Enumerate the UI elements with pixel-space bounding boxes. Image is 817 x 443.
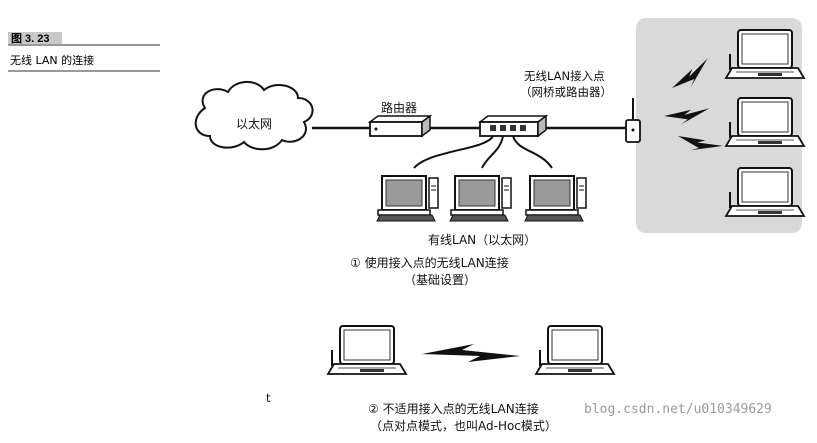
access-point-label-line1: 无线LAN接入点	[524, 69, 605, 83]
figure-number-bg	[8, 32, 62, 44]
ethernet-cloud-label: 以太网	[236, 116, 272, 131]
adhoc-mode-title: ② 不适用接入点的无线LAN连接	[368, 401, 539, 416]
network-hub	[477, 114, 549, 138]
infrastructure-mode-subtitle: （基础设置）	[404, 273, 476, 287]
watermark: blog.csdn.net/u010349629	[584, 402, 772, 417]
access-point	[625, 98, 641, 143]
cable-hub-desktop-2	[481, 135, 504, 169]
laptop-wireless-1	[725, 29, 805, 79]
figure-number: 图 3. 23	[11, 32, 50, 45]
laptop-adhoc-left	[327, 325, 407, 375]
desktop-computer-1	[376, 175, 439, 222]
access-point-label-line2: （网桥或路由器）	[520, 85, 612, 99]
laptop-wireless-3	[725, 167, 805, 217]
adhoc-wireless-signal	[422, 344, 520, 362]
router-label: 路由器	[381, 100, 417, 115]
stray-mark: t	[266, 391, 271, 405]
router	[367, 114, 433, 138]
figure-caption: 无线 LAN 的连接	[10, 53, 94, 67]
desktop-computer-3	[524, 175, 587, 222]
cable-hub-desktop-1	[413, 135, 494, 169]
wired-lan-label: 有线LAN（以太网）	[428, 232, 536, 247]
infrastructure-mode-title: ① 使用接入点的无线LAN连接	[350, 255, 509, 270]
laptop-wireless-2	[725, 97, 805, 147]
cable-hub-desktop-3	[512, 135, 553, 169]
ethernet-cloud	[194, 81, 314, 151]
desktop-computer-2	[449, 175, 512, 222]
adhoc-mode-subtitle: （点对点模式，也叫Ad-Hoc模式）	[370, 419, 557, 433]
laptop-adhoc-right	[535, 325, 615, 375]
